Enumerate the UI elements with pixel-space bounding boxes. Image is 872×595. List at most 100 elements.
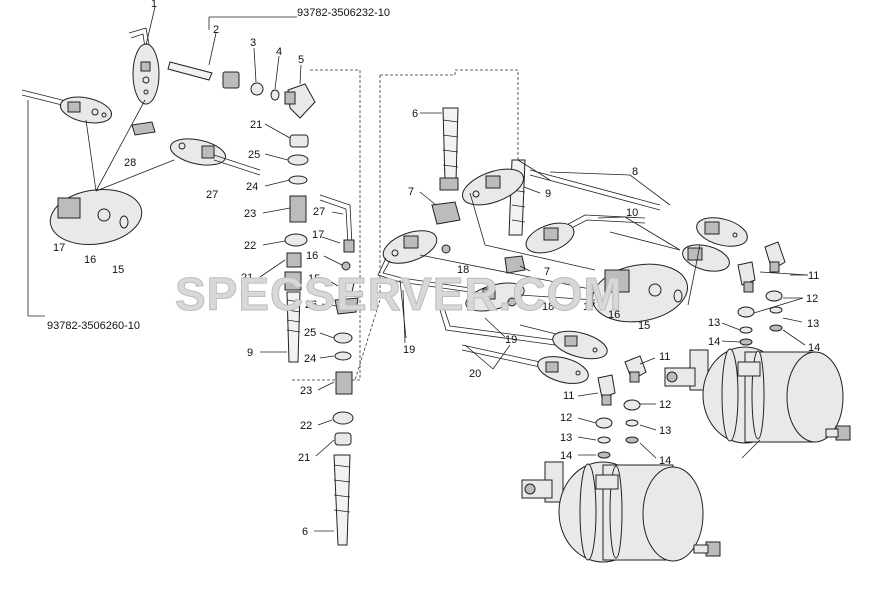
- callout-17b: 17: [312, 229, 324, 241]
- washer-12b: [737, 306, 755, 318]
- callout-15c: 15: [638, 320, 650, 332]
- callout-22b: 22: [300, 420, 312, 432]
- callout-27b: 27: [313, 206, 325, 218]
- callout-15a: 15: [112, 264, 124, 276]
- pipe-part-19: [377, 257, 471, 293]
- callout-20: 20: [469, 368, 481, 380]
- callout-3: 3: [250, 37, 256, 49]
- ring-part-3: [250, 82, 264, 96]
- callout-13b: 13: [807, 318, 819, 330]
- callout-21a: 21: [250, 119, 262, 131]
- nut-21b: [286, 252, 302, 268]
- callout-7a: 7: [408, 186, 414, 198]
- tee-part-7a: [431, 201, 461, 225]
- washer-12c: [623, 399, 641, 411]
- tee-part-7b: [504, 255, 526, 274]
- callout-11a: 11: [808, 270, 819, 282]
- callout-12a: 12: [806, 293, 818, 305]
- washer-22a: [284, 233, 308, 247]
- elbow-11d: [597, 374, 616, 399]
- pipe-part-27: [319, 194, 353, 246]
- adapter-23a: [289, 195, 307, 223]
- callout-6a: 6: [412, 108, 418, 120]
- pipe-part-20b: [461, 344, 541, 363]
- callout-23b: 23: [300, 385, 312, 397]
- callout-13a: 13: [708, 317, 720, 329]
- hose-part-6a: [442, 107, 459, 183]
- oring-part-4: [270, 89, 280, 101]
- callout-8: 8: [632, 166, 638, 178]
- callout-26: 26: [305, 299, 317, 311]
- plug-part-18a: [441, 244, 451, 254]
- assembly-outline-left: [290, 69, 361, 381]
- callout-16c: 16: [608, 309, 620, 321]
- watermark: SPECSERVER.COM: [175, 268, 623, 320]
- bubble-part-1: [132, 43, 160, 105]
- assembly-code-top: 93782-3506232-10: [297, 7, 390, 19]
- callout-1: 1: [151, 0, 157, 10]
- callout-2: 2: [213, 24, 219, 36]
- callout-11c: 11: [563, 390, 574, 402]
- plug-part-18b: [507, 297, 517, 307]
- callout-12b: 12: [659, 399, 671, 411]
- oring-13a: [769, 306, 783, 314]
- washer-25b: [333, 332, 353, 344]
- nut-21c: [334, 432, 352, 446]
- oring-24b: [334, 351, 352, 361]
- fitting-part-15: [339, 282, 355, 293]
- washer-21a: [289, 134, 309, 148]
- callout-13c: 13: [659, 425, 671, 437]
- callout-24b: 24: [304, 353, 316, 365]
- callout-4: 4: [276, 46, 282, 58]
- tube-part-1: [128, 27, 151, 51]
- hose-part-9: [286, 291, 301, 363]
- callout-14d: 14: [560, 450, 572, 462]
- oring-13b: [739, 326, 753, 334]
- callout-25b: 25: [304, 327, 316, 339]
- oring-24a: [288, 175, 308, 185]
- callout-13d: 13: [560, 432, 572, 444]
- oring-13c: [625, 419, 639, 427]
- callout-17c: 17: [583, 301, 595, 313]
- plug-part-16: [341, 261, 351, 271]
- callout-11b: 11: [659, 351, 670, 363]
- oring-13d: [597, 436, 611, 444]
- tee-part-26: [334, 297, 359, 315]
- callout-18b: 18: [542, 301, 554, 313]
- tee-fitting-28: [131, 121, 156, 136]
- callout-25a: 25: [248, 149, 260, 161]
- hose-part-6b: [333, 454, 351, 546]
- callout-16b: 16: [306, 250, 318, 262]
- brake-chamber-upper: [664, 346, 851, 459]
- fitting-part-17: [343, 239, 355, 253]
- callout-22a: 22: [244, 240, 256, 252]
- assembly-outline-center: [380, 69, 519, 160]
- pipe-part-20a: [439, 309, 556, 346]
- callout-16a: 16: [84, 254, 96, 266]
- callout-28: 28: [124, 157, 136, 169]
- assembly-code-left: 93782-3506260-10: [47, 320, 140, 332]
- callout-15b: 15: [308, 273, 320, 285]
- callout-19b: 19: [505, 334, 517, 346]
- callout-14b: 14: [808, 342, 820, 354]
- nut-part-3: [222, 71, 240, 89]
- callout-7b: 7: [544, 266, 550, 278]
- washer-25a: [287, 154, 309, 166]
- callout-21b: 21: [241, 272, 253, 284]
- callout-10: 10: [626, 207, 638, 219]
- elbow-11b: [737, 261, 756, 286]
- callout-14c: 14: [659, 455, 671, 467]
- callout-9b: 9: [247, 347, 253, 359]
- callout-14a: 14: [708, 336, 720, 348]
- callout-18a: 18: [457, 264, 469, 276]
- pipe-part-8: [529, 169, 661, 206]
- seal-14b: [597, 451, 611, 459]
- callout-6b: 6: [302, 526, 308, 538]
- callout-23a: 23: [244, 208, 256, 220]
- callout-27a: 27: [206, 189, 218, 201]
- callout-12c: 12: [560, 412, 572, 424]
- pipe-part-2: [167, 61, 213, 81]
- callout-19a: 19: [403, 344, 415, 356]
